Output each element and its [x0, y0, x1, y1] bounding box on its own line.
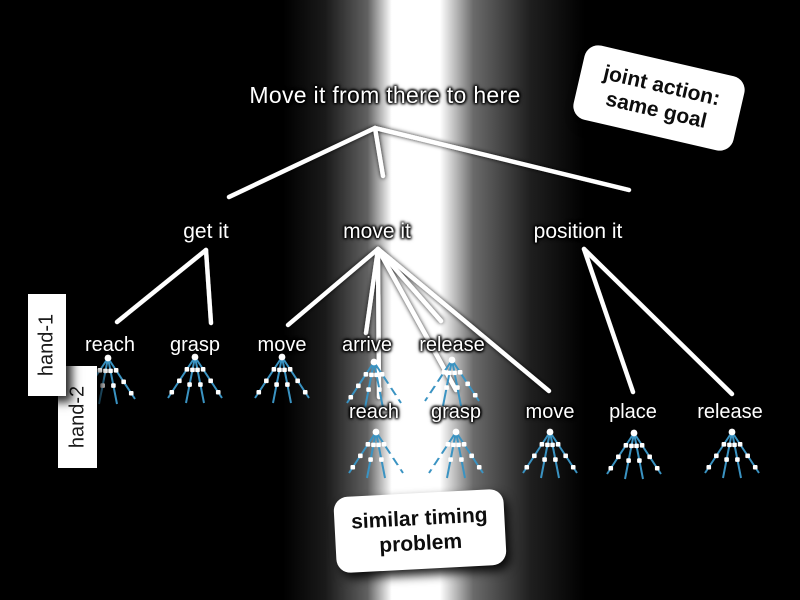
hand1-label-box: hand-1 [28, 294, 66, 396]
node-position-it: position it [533, 220, 623, 243]
node-hand2-move: move [525, 401, 575, 423]
edge-root-move-it [372, 125, 386, 179]
edge-position-it-h2-release [581, 246, 735, 397]
node-hand2-release: release [697, 401, 763, 423]
trajectory-glyph-icon [428, 428, 484, 479]
node-hand1-grasp: grasp [169, 334, 221, 356]
edge-move-it-h2-reach [375, 246, 382, 400]
edge-move-it-h2-grasp [375, 246, 459, 393]
edge-position-it-h2-place [581, 246, 636, 395]
timing-callout: similar timing problem [333, 488, 507, 574]
trajectory-glyph-icon [167, 353, 223, 404]
node-hand1-release: release [419, 334, 485, 356]
trajectory-glyph-icon [704, 428, 760, 479]
edge-move-it-h1-move [285, 246, 381, 328]
hand2-label: hand-2 [66, 385, 88, 449]
node-hand2-reach: reach [348, 401, 400, 423]
root-node-label: Move it from there to here [249, 82, 521, 108]
edge-get-it-h1-grasp [203, 247, 214, 326]
node-hand1-reach: reach [84, 334, 136, 356]
timing-line1: similar timing [350, 503, 489, 534]
edge-get-it-h1-reach [114, 247, 209, 325]
node-hand1-move: move [257, 334, 307, 356]
node-hand1-arrive: arrive [341, 334, 393, 356]
node-get-it: get it [183, 220, 229, 243]
node-hand2-place: place [609, 401, 657, 423]
trajectory-glyph-icon [254, 353, 310, 404]
node-hand2-grasp: grasp [430, 401, 482, 423]
trajectory-glyph-icon [606, 429, 662, 480]
edge-move-it-h2-move [375, 246, 552, 394]
trajectory-glyph-icon [348, 428, 404, 479]
timing-line2: problem [378, 529, 463, 558]
trajectory-glyph-icon [346, 358, 402, 409]
hand1-label: hand-1 [35, 313, 58, 377]
trajectory-glyph-icon [522, 428, 578, 479]
trajectory-glyph-icon [424, 356, 480, 407]
edge-move-it-h1-release [375, 246, 444, 324]
node-move-it: move it [343, 220, 411, 243]
edge-root-get-it [226, 125, 378, 200]
edge-root-position-it [372, 125, 632, 193]
